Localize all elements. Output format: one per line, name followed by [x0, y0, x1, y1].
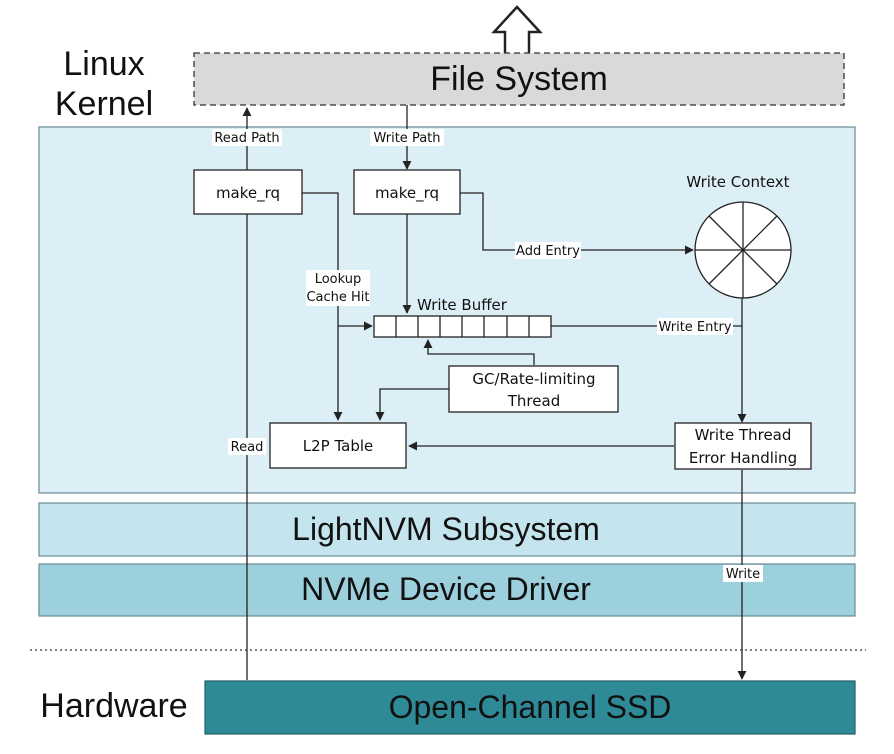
write-thread-box — [674, 422, 812, 470]
lookup-label: Lookup — [315, 272, 362, 287]
add-entry-line — [460, 192, 694, 255]
kernel-label: Kernel — [55, 85, 153, 123]
add-entry-label: Add Entry — [516, 244, 580, 259]
make-rq-write-box — [353, 169, 461, 215]
write-buffer — [373, 315, 552, 338]
l2p-table-label: L2P Table — [303, 437, 374, 455]
cache-hit-label: Cache Hit — [306, 290, 369, 305]
up-arrow-icon — [491, 5, 543, 57]
gc-buffer-line — [423, 339, 535, 365]
gc-thread-label-line1: GC/Rate-limiting — [472, 370, 595, 388]
lightnvm-label: LightNVM Subsystem — [292, 511, 600, 547]
write-context-ring-icon — [694, 201, 792, 299]
write-label: Write — [726, 567, 760, 582]
write-context-label: Write Context — [686, 173, 789, 191]
gc-l2p-line — [375, 388, 449, 421]
nvme-layer — [38, 563, 856, 617]
ssd-layer — [204, 680, 856, 735]
file-system-label: File System — [430, 60, 608, 98]
ssd-label: Open-Channel SSD — [389, 689, 672, 725]
file-system-layer — [193, 52, 845, 106]
read-label: Read — [231, 440, 264, 455]
read-path-label: Read Path — [214, 131, 279, 146]
l2p-table-box — [269, 422, 407, 469]
write-thread-label-line2: Error Handling — [689, 449, 797, 467]
make-rq-read-box — [193, 169, 303, 215]
gc-thread-box — [448, 365, 619, 413]
lookup-line — [302, 192, 343, 421]
make-rq-write-label: make_rq — [375, 184, 439, 203]
write-entry-label: Write Entry — [658, 320, 731, 335]
gc-thread-label-line2: Thread — [507, 392, 560, 410]
write-path-label: Write Path — [373, 131, 440, 146]
linux-label: Linux — [63, 45, 144, 83]
lightnvm-layer — [38, 502, 856, 557]
write-thread-label-line1: Write Thread — [695, 426, 792, 444]
make-rq-read-label: make_rq — [216, 184, 280, 203]
write-buffer-label: Write Buffer — [417, 296, 508, 314]
hardware-label: Hardware — [40, 687, 187, 725]
nvme-label: NVMe Device Driver — [301, 571, 591, 607]
